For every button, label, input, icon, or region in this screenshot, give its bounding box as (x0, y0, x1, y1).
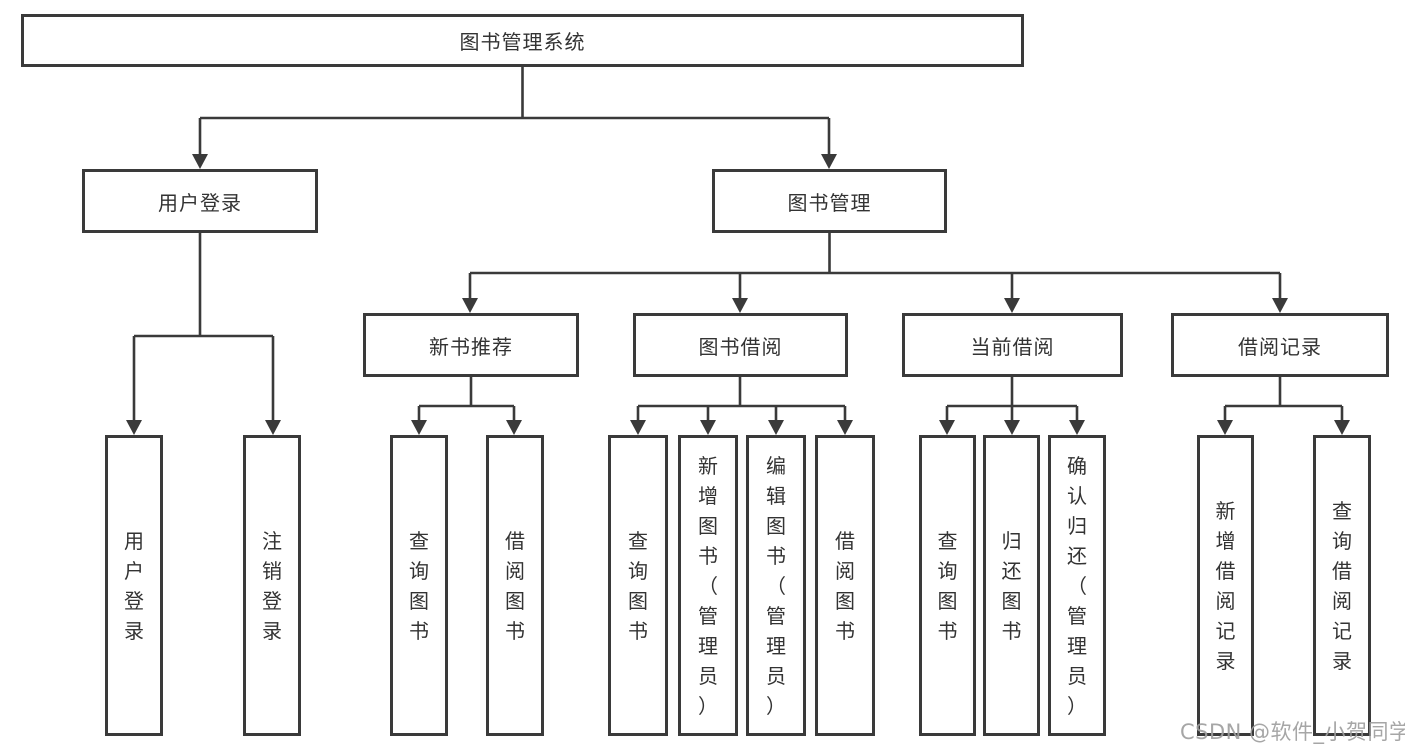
node-borrowing-records: 借阅记录 (1171, 313, 1389, 377)
leaf-br-query-borrow-record: 查询借阅记录 (1313, 435, 1371, 736)
leaf-bb-query-books-label: 查询图书 (628, 528, 648, 643)
node-book-borrowing: 图书借阅 (633, 313, 848, 377)
leaf-bb-borrow-books: 借阅图书 (815, 435, 875, 736)
leaf-bb-edit-books-admin: 编辑图书（管理员） (746, 435, 806, 736)
node-new-book-recommendation: 新书推荐 (363, 313, 579, 377)
leaf-bb-edit-books-admin-label: 编辑图书（管理员） (766, 453, 786, 718)
leaf-user-login-label: 用户登录 (124, 528, 144, 643)
leaf-cb-query-books-label: 查询图书 (937, 528, 958, 643)
csdn-watermark: CSDN @软件_小贺同学 (1180, 720, 1405, 744)
leaf-rec-query-books-label: 查询图书 (409, 528, 429, 643)
leaf-br-add-borrow-record: 新增借阅记录 (1197, 435, 1254, 736)
node-user-login: 用户登录 (82, 169, 318, 233)
node-library-management-system: 图书管理系统 (21, 14, 1024, 67)
leaf-rec-borrow-books: 借阅图书 (486, 435, 544, 736)
leaf-cb-confirm-return-admin: 确认归还（管理员） (1048, 435, 1106, 736)
leaf-cb-return-books: 归还图书 (983, 435, 1040, 736)
node-current-borrowing: 当前借阅 (902, 313, 1123, 377)
leaf-br-query-borrow-record-label: 查询借阅记录 (1332, 498, 1352, 673)
node-book-management: 图书管理 (712, 169, 947, 233)
leaf-bb-borrow-books-label: 借阅图书 (835, 528, 855, 643)
leaf-bb-add-books-admin: 新增图书（管理员） (678, 435, 738, 736)
leaf-rec-borrow-books-label: 借阅图书 (505, 528, 525, 643)
leaf-logout-login: 注销登录 (243, 435, 301, 736)
leaf-cb-confirm-return-admin-label: 确认归还（管理员） (1067, 453, 1087, 718)
leaf-user-login: 用户登录 (105, 435, 163, 736)
leaf-br-add-borrow-record-label: 新增借阅记录 (1215, 498, 1236, 673)
leaf-cb-return-books-label: 归还图书 (1001, 528, 1022, 643)
arrowheads (126, 154, 1350, 435)
leaf-bb-query-books: 查询图书 (608, 435, 668, 736)
leaf-bb-add-books-admin-label: 新增图书（管理员） (698, 453, 718, 718)
leaf-logout-login-label: 注销登录 (262, 528, 282, 643)
leaf-rec-query-books: 查询图书 (390, 435, 448, 736)
leaf-cb-query-books: 查询图书 (919, 435, 976, 736)
